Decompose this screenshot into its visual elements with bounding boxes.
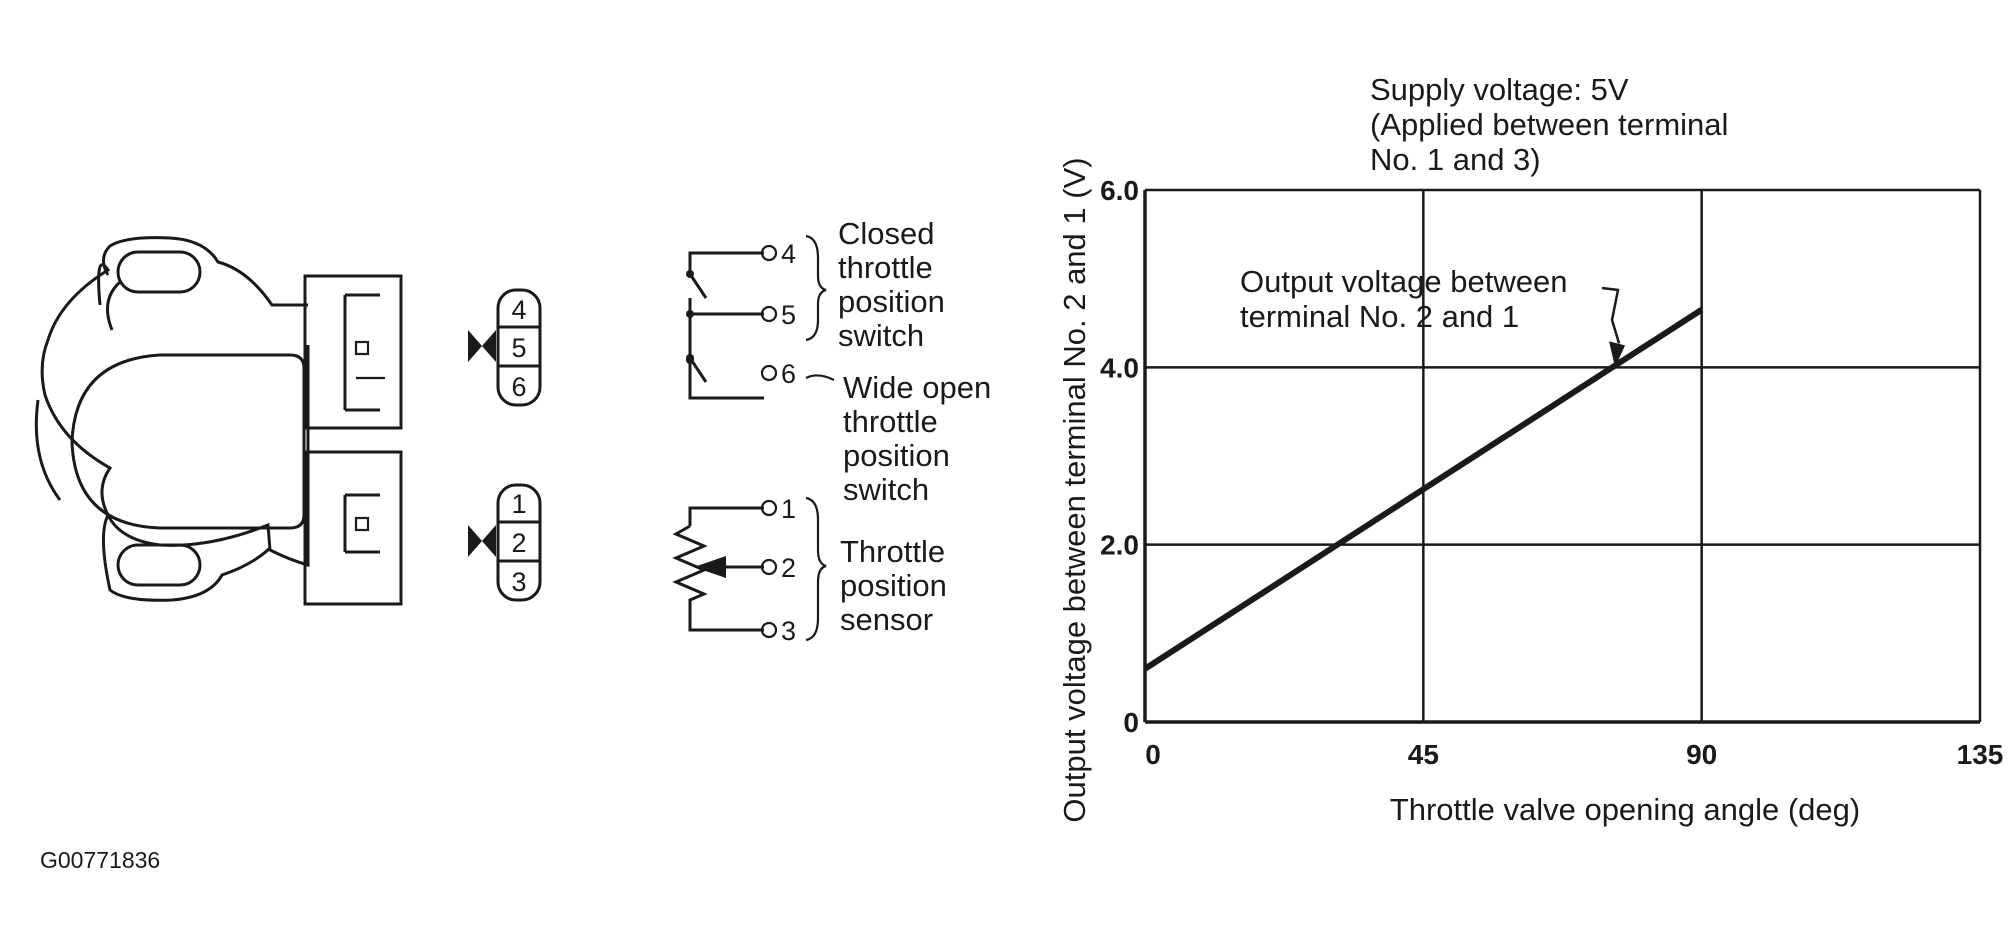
sensor-brace [805,496,827,642]
svg-text:Supply voltage: 5V: Supply voltage: 5V [1370,72,1629,107]
switch-schematic: 4 5 6 [686,234,835,400]
annotation-leader [1601,286,1621,344]
svg-text:position: position [843,438,950,473]
sensor-schematic: 1 2 3 [672,494,827,646]
svg-text:(Applied between terminal: (Applied between terminal [1370,107,1728,142]
terminal-2-label: 2 [511,528,526,558]
closed-switch-brace [805,234,827,342]
x-tick-label: 45 [1408,739,1439,770]
resistor-icon [672,524,764,632]
svg-text:Closed: Closed [838,216,935,251]
sensor-body-drawing [34,236,403,606]
svg-text:Wide open: Wide open [843,370,991,405]
svg-text:throttle: throttle [838,250,933,285]
lock-tab-icon [468,330,496,362]
svg-text:throttle: throttle [843,404,938,439]
wide-open-switch-label: Wide open throttle position switch [843,370,991,507]
svg-text:Throttle: Throttle [840,534,945,569]
terminal-1-node [760,499,778,517]
figure-code: G00771836 [40,847,160,873]
series-line [1143,307,1704,672]
closed-switch-label: Closed throttle position switch [838,216,945,353]
svg-text:switch: switch [843,472,929,507]
annotation-arrowhead [1609,341,1626,368]
svg-text:position: position [838,284,945,319]
x-tick-label: 90 [1686,739,1717,770]
terminal-1-label: 1 [511,489,526,519]
upper-terminal-block: 4 5 6 [468,288,542,407]
y-tick-label: 0 [1123,707,1139,738]
annotation-line-2: terminal No. 2 and 1 [1240,299,1519,334]
chart-annotation: Output voltage between terminal No. 2 an… [1240,264,1567,334]
chart-x-axis-label: Throttle valve opening angle (deg) [1390,792,1860,827]
supply-voltage-note: Supply voltage: 5V (Applied between term… [1370,72,1728,177]
lock-tab-icon [468,525,496,557]
switch-terminal-4: 4 [781,239,796,269]
terminal-3-label: 3 [511,567,526,597]
terminal-5-label: 5 [511,333,526,363]
sensor-label: Throttle position sensor [840,534,947,637]
svg-text:position: position [840,568,947,603]
terminal-4-label: 4 [511,295,526,325]
svg-text:sensor: sensor [840,602,933,637]
y-tick-label: 2.0 [1100,530,1139,561]
switch-terminal-6: 6 [781,359,796,389]
sensor-terminal-2: 2 [781,553,796,583]
chart-y-axis-label: Output voltage between terminal No. 2 an… [1057,157,1092,822]
svg-text:switch: switch [838,318,924,353]
svg-text:No. 1 and 3): No. 1 and 3) [1370,142,1541,177]
annotation-line-1: Output voltage between [1240,264,1567,299]
y-tick-label: 6.0 [1100,175,1139,206]
upper-connector-housing [303,274,403,430]
terminal-2-node [760,558,778,576]
terminal-6-node [760,364,778,382]
voltage-chart: 0 45 90 135 0 2.0 4.0 6.0 [1100,175,2003,770]
terminal-6-label: 6 [511,372,526,402]
mounting-hole-upper [116,250,202,294]
terminal-3-node [760,621,778,639]
x-tick-label: 0 [1145,739,1161,770]
terminal-4-node [760,244,778,262]
mounting-hole-lower [116,543,202,587]
sensor-terminal-3: 3 [781,616,796,646]
sensor-terminal-1: 1 [781,494,796,524]
terminal-5-node [760,305,778,323]
switch-terminal-5: 5 [781,300,796,330]
lower-terminal-block: 1 2 3 [468,483,542,602]
lower-connector-housing [303,450,403,606]
y-tick-label: 4.0 [1100,352,1139,383]
x-tick-label: 135 [1957,739,2004,770]
wiper-arrow-icon [694,556,726,578]
